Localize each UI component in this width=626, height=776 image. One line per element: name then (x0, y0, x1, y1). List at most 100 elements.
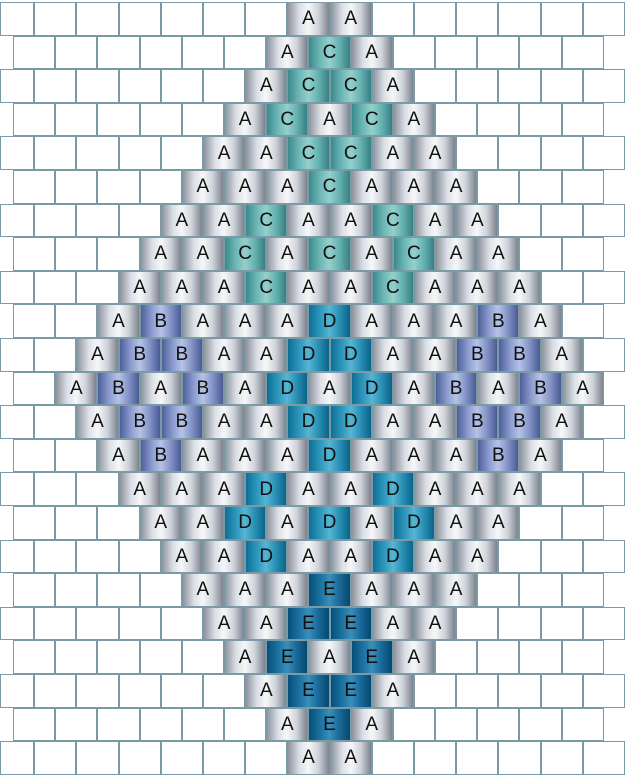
bead-empty (0, 271, 34, 305)
bead-empty (0, 338, 34, 372)
bead-empty (13, 506, 55, 540)
bead-a: A (414, 405, 456, 439)
bead-a: A (330, 204, 372, 238)
bead-empty (97, 506, 139, 540)
bead-a: A (245, 674, 287, 708)
bead-d: D (245, 472, 287, 506)
bead-empty (76, 271, 118, 305)
bead-empty (583, 136, 625, 170)
bead-empty (119, 2, 161, 36)
bead-empty (498, 204, 540, 238)
bead-empty (477, 103, 519, 137)
bead-empty (55, 439, 97, 473)
bead-a: A (498, 271, 540, 305)
bead-b: B (519, 372, 561, 406)
bead-b: B (498, 338, 540, 372)
bead-empty (55, 708, 97, 742)
bead-empty (562, 170, 604, 204)
bead-empty (498, 674, 540, 708)
bead-empty (541, 607, 583, 641)
bead-empty (119, 540, 161, 574)
bead-a: A (287, 741, 329, 775)
bead-empty (519, 170, 561, 204)
bead-empty (140, 708, 182, 742)
bead-empty (562, 506, 604, 540)
bead-e: E (308, 573, 350, 607)
bead-empty (562, 439, 604, 473)
bead-d: D (372, 540, 414, 574)
bead-empty (13, 640, 55, 674)
bead-empty (562, 103, 604, 137)
bead-c: C (245, 271, 287, 305)
bead-empty (541, 136, 583, 170)
bead-empty (414, 674, 456, 708)
bead-empty (203, 69, 245, 103)
bead-a: A (351, 506, 393, 540)
bead-d: D (266, 372, 308, 406)
bead-empty (498, 741, 540, 775)
bead-a: A (287, 2, 329, 36)
bead-empty (0, 204, 34, 238)
bead-a: A (372, 69, 414, 103)
bead-a: A (76, 405, 118, 439)
bead-a: A (330, 472, 372, 506)
bead-a: A (245, 607, 287, 641)
bead-a: A (287, 472, 329, 506)
bead-a: A (119, 271, 161, 305)
bead-empty (182, 708, 224, 742)
bead-empty (456, 69, 498, 103)
bead-empty (583, 472, 625, 506)
bead-empty (55, 573, 97, 607)
bead-a: A (224, 640, 266, 674)
bead-c: C (308, 36, 350, 70)
bead-a: A (435, 304, 477, 338)
bead-a: A (435, 237, 477, 271)
bead-empty (245, 2, 287, 36)
bead-a: A (414, 338, 456, 372)
bead-empty (498, 2, 540, 36)
bead-b: B (140, 304, 182, 338)
bead-empty (477, 36, 519, 70)
bead-a: A (182, 170, 224, 204)
bead-c: C (287, 136, 329, 170)
bead-empty (55, 640, 97, 674)
bead-empty (34, 271, 76, 305)
bead-empty (519, 506, 561, 540)
bead-empty (583, 741, 625, 775)
bead-empty (76, 136, 118, 170)
bead-a: A (435, 573, 477, 607)
bead-empty (182, 640, 224, 674)
bead-a: A (330, 271, 372, 305)
bead-b: B (140, 439, 182, 473)
bead-c: C (330, 136, 372, 170)
bead-a: A (351, 439, 393, 473)
bead-a: A (203, 472, 245, 506)
bead-d: D (287, 338, 329, 372)
bead-empty (0, 69, 34, 103)
bead-a: A (477, 372, 519, 406)
bead-empty (456, 741, 498, 775)
bead-b: B (182, 372, 224, 406)
bead-empty (119, 607, 161, 641)
bead-empty (34, 472, 76, 506)
bead-a: A (140, 506, 182, 540)
bead-empty (161, 741, 203, 775)
bead-empty (140, 103, 182, 137)
bead-a: A (97, 304, 139, 338)
bead-e: E (287, 674, 329, 708)
bead-empty (498, 69, 540, 103)
bead-a: A (245, 136, 287, 170)
bead-a: A (266, 573, 308, 607)
bead-empty (34, 405, 76, 439)
bead-a: A (182, 237, 224, 271)
bead-a: A (161, 540, 203, 574)
bead-a: A (266, 36, 308, 70)
bead-a: A (308, 103, 350, 137)
bead-a: A (519, 304, 561, 338)
bead-b: B (161, 405, 203, 439)
bead-d: D (308, 439, 350, 473)
bead-empty (224, 36, 266, 70)
bead-empty (0, 607, 34, 641)
bead-empty (0, 741, 34, 775)
bead-a: A (308, 372, 350, 406)
